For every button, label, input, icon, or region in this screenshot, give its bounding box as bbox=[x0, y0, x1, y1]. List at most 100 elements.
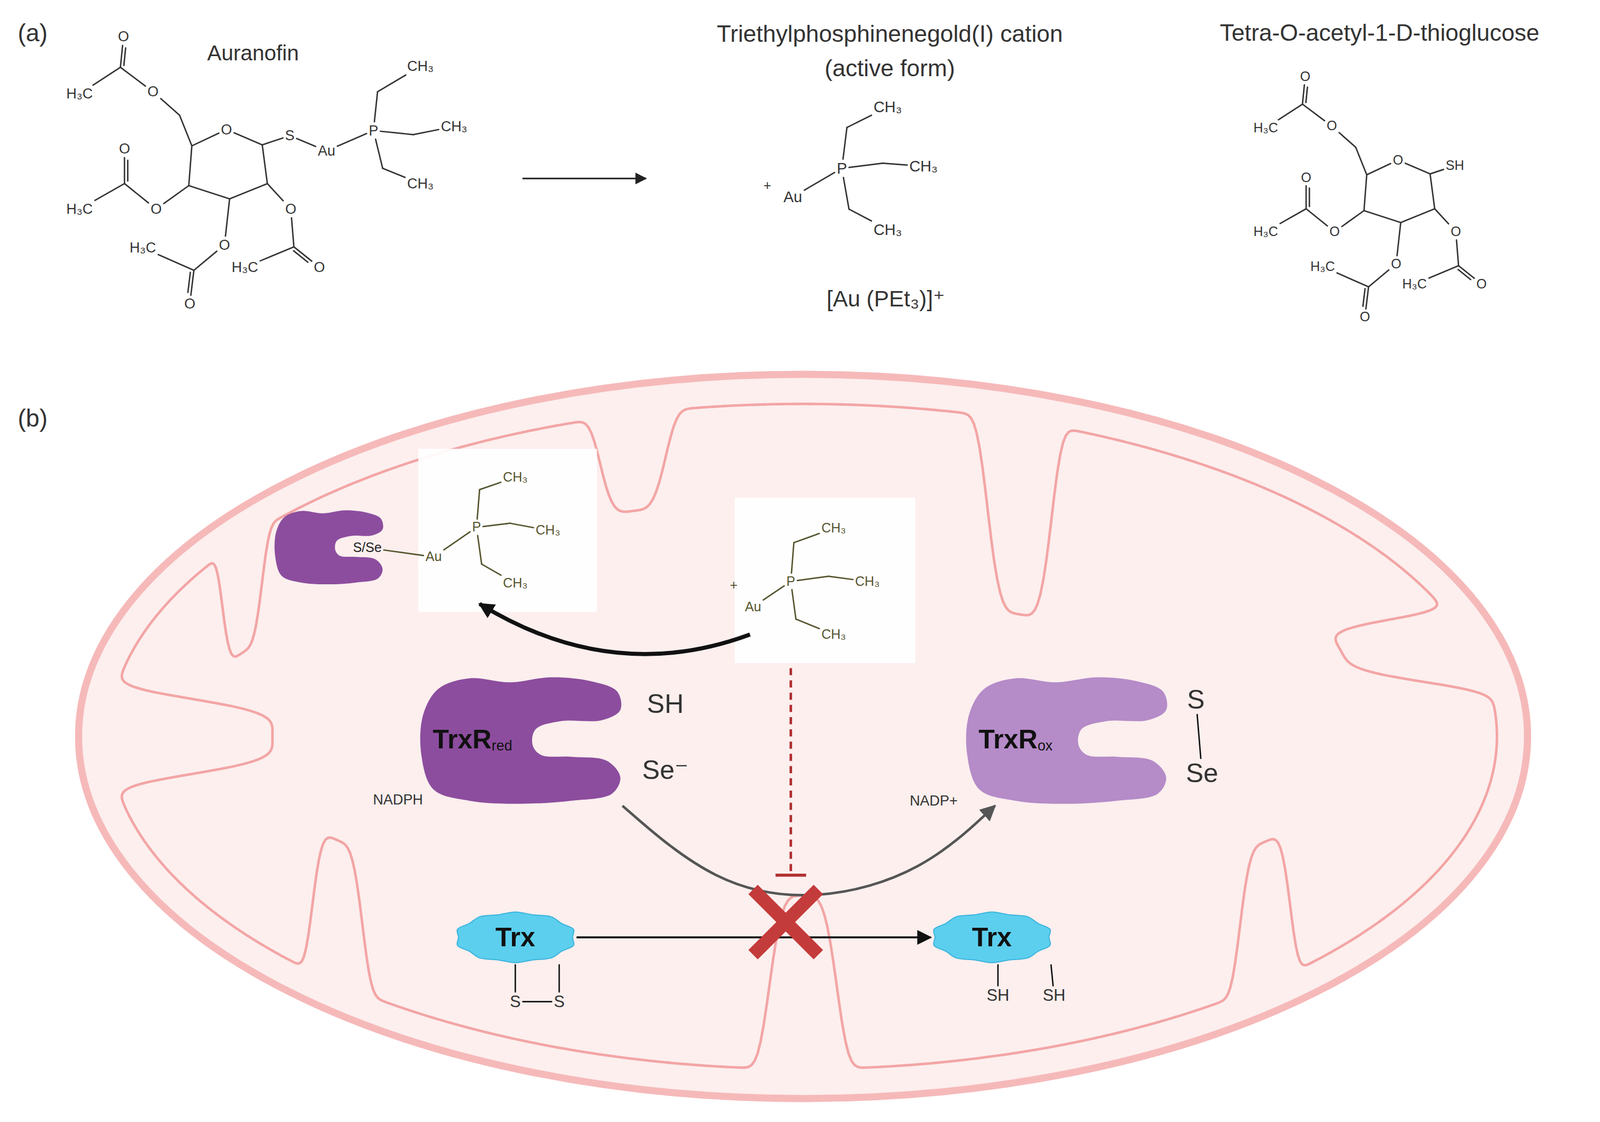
chemical-bond bbox=[189, 146, 193, 186]
chemical-bond bbox=[229, 183, 268, 200]
inner-membrane bbox=[121, 403, 1497, 1068]
chemical-bond bbox=[795, 619, 820, 629]
chemical-bond bbox=[380, 131, 413, 135]
chemical-bond bbox=[413, 129, 439, 136]
chemical-bond bbox=[847, 115, 872, 128]
chemical-bond bbox=[94, 183, 125, 201]
chemical-bond bbox=[1278, 104, 1303, 121]
formula-label: [Au (PEt₃)]⁺ bbox=[826, 287, 945, 310]
cofactor-label: NADP+ bbox=[909, 793, 958, 808]
atom-label: H₃C bbox=[66, 86, 93, 102]
atom-label: S/Se bbox=[353, 541, 382, 555]
chemical-bond bbox=[190, 270, 194, 296]
chemical-bond bbox=[1365, 286, 1369, 310]
chemical-bond bbox=[1458, 269, 1471, 280]
chemical-bond bbox=[763, 586, 785, 601]
chemical-bond bbox=[1050, 965, 1054, 986]
atom-label: H₃C bbox=[1253, 225, 1278, 239]
chemical-bond bbox=[558, 965, 561, 993]
chemical-bond bbox=[1363, 174, 1367, 211]
chemical-bond bbox=[1338, 132, 1356, 148]
panel-label: (b) bbox=[17, 406, 48, 431]
atom-label: CH₃ bbox=[441, 119, 468, 134]
atom-label: P bbox=[368, 123, 379, 138]
chemical-bond bbox=[1434, 209, 1449, 224]
atom-label: O bbox=[147, 84, 159, 100]
block-cross bbox=[752, 890, 819, 956]
reaction-arrow bbox=[522, 177, 646, 180]
trxr-oxidized: TrxRox bbox=[964, 673, 1168, 807]
atom-label: CH₃ bbox=[873, 221, 903, 238]
redox-site-label: S bbox=[553, 993, 565, 1011]
chemical-bond bbox=[260, 246, 295, 261]
chemical-bond bbox=[1363, 210, 1401, 223]
subscript-label: ox bbox=[1037, 738, 1053, 754]
chemical-bond bbox=[382, 168, 406, 178]
atom-label: CH₃ bbox=[873, 99, 903, 115]
chemical-bond bbox=[1302, 84, 1305, 105]
atom-label: H₃C bbox=[1253, 121, 1278, 135]
atom-label: O bbox=[184, 297, 196, 312]
atom-label: SH bbox=[1445, 158, 1465, 173]
compound-name: Tetra-O-acetyl-1-D-thioglucose bbox=[1219, 21, 1540, 45]
node-label: TrxRox bbox=[978, 724, 1053, 755]
trxr-reduced: TrxRred bbox=[418, 673, 623, 807]
atom-label: O bbox=[1390, 257, 1401, 271]
chemical-bond bbox=[514, 965, 517, 993]
chemical-bond bbox=[189, 185, 230, 200]
chemical-bond bbox=[291, 218, 294, 248]
protein-name: TrxR bbox=[432, 724, 492, 755]
chemical-bond bbox=[1405, 163, 1431, 174]
compound-name: Auranofin bbox=[207, 42, 299, 64]
chemical-bond bbox=[120, 45, 123, 68]
reaction-arrow bbox=[622, 806, 995, 896]
redox-site-label: Se bbox=[1185, 760, 1219, 787]
chemical-bond bbox=[158, 254, 194, 271]
atom-label: O bbox=[285, 202, 297, 217]
atom-label: O bbox=[1450, 225, 1461, 239]
atom-label: CH₃ bbox=[535, 524, 561, 538]
chemical-bond bbox=[1336, 273, 1369, 287]
chemical-bond bbox=[1368, 270, 1389, 287]
chemical-bond bbox=[262, 145, 268, 184]
chemical-bond bbox=[293, 250, 309, 263]
atom-label: O bbox=[1329, 225, 1340, 239]
chemical-bond bbox=[193, 251, 217, 271]
chemical-bond bbox=[124, 183, 149, 203]
structure-backdrop bbox=[418, 448, 597, 613]
chemical-bond bbox=[1456, 239, 1459, 266]
chemical-bond bbox=[375, 139, 383, 169]
atom-label: O bbox=[313, 259, 326, 275]
chemical-bond bbox=[828, 576, 853, 580]
atom-label: CH₃ bbox=[821, 627, 846, 642]
atom-label: O bbox=[1392, 153, 1404, 167]
redox-site-label: SH bbox=[986, 987, 1010, 1005]
atom-label: P bbox=[472, 520, 482, 535]
atom-label: + bbox=[729, 579, 738, 593]
atom-label: Au bbox=[783, 189, 803, 205]
chemical-bond bbox=[849, 163, 883, 168]
chemical-bond bbox=[267, 183, 284, 201]
atom-label: Au bbox=[744, 600, 762, 614]
subscript-label: red bbox=[491, 738, 513, 754]
inhibition-line bbox=[789, 668, 793, 874]
chemical-bond bbox=[510, 523, 534, 528]
node-label: TrxRred bbox=[432, 724, 512, 755]
atom-label: O bbox=[1299, 69, 1310, 84]
chemical-bond bbox=[262, 138, 283, 146]
atom-label: O bbox=[220, 122, 232, 137]
chemical-bond bbox=[1400, 209, 1435, 223]
chemical-bond bbox=[296, 138, 316, 147]
structure-backdrop bbox=[734, 498, 916, 664]
atom-label: Au bbox=[425, 550, 443, 564]
atom-label: + bbox=[763, 178, 772, 193]
chemical-bond bbox=[1305, 185, 1308, 209]
atom-label: P bbox=[786, 574, 796, 589]
protein-name: Trx bbox=[972, 922, 1012, 953]
reaction-arrow bbox=[576, 936, 931, 939]
redox-site-label: SH bbox=[646, 690, 685, 718]
chemical-bond bbox=[477, 489, 480, 520]
